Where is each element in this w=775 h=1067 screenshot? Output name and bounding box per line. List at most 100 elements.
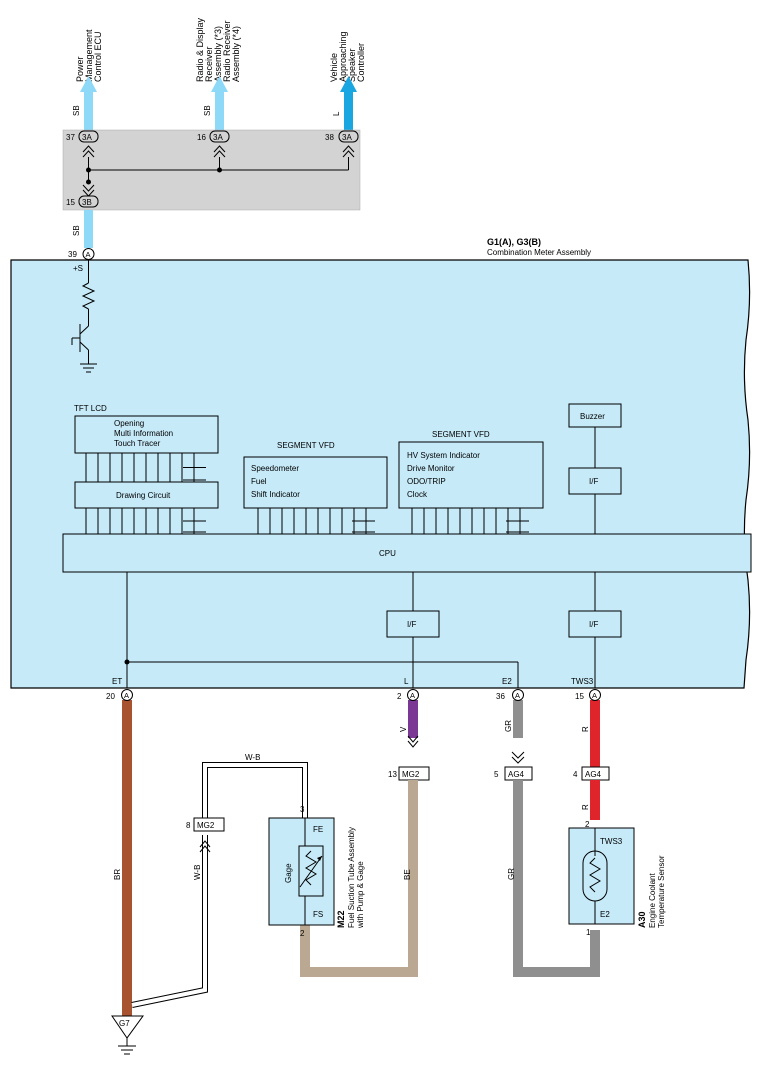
svg-text:M22: M22	[336, 910, 346, 928]
svg-text:AG4: AG4	[585, 770, 602, 779]
wire-radio: SB	[203, 76, 228, 130]
svg-text:Clock: Clock	[407, 490, 428, 499]
svg-text:SB: SB	[72, 225, 81, 236]
wire-power-mgmt: SB	[72, 76, 97, 130]
svg-text:2: 2	[397, 692, 402, 701]
svg-text:TWS3: TWS3	[600, 837, 623, 846]
svg-text:8: 8	[186, 821, 191, 830]
fuel-gage-assembly: 3 FE FS Gage 2 M22 Fuel Suction Tube Ass…	[268, 805, 365, 938]
dest-radio-label: Radio & Display Receiver Assembly (*3) R…	[195, 17, 241, 82]
wire-gr-lower	[513, 780, 600, 977]
svg-text:Engine Coolant: Engine Coolant	[648, 873, 657, 928]
svg-text:ODO/TRIP: ODO/TRIP	[407, 477, 446, 486]
junction-pin-15: 15 3B	[66, 195, 99, 208]
svg-text:Fuel: Fuel	[251, 477, 267, 486]
svg-text:2: 2	[585, 820, 590, 829]
svg-text:Management: Management	[84, 29, 94, 82]
svg-text:3A: 3A	[213, 133, 223, 142]
terminal-tws3-label: TWS3	[571, 677, 594, 686]
cpu-block: CPU	[62, 533, 752, 573]
wire-wb-side-label: W-B	[193, 865, 202, 880]
svg-text:E2: E2	[600, 910, 610, 919]
segment-vfd-1: SEGMENT VFD Speedometer Fuel Shift Indic…	[243, 441, 388, 509]
svg-text:G7: G7	[119, 1019, 130, 1028]
svg-text:Assembly (*4): Assembly (*4)	[231, 26, 241, 82]
junction-pin-38: 38 3A	[325, 130, 359, 143]
wire-red-lower-label: R	[581, 804, 590, 810]
meter-input-terminal: 39 A	[68, 248, 95, 260]
svg-text:I/F: I/F	[589, 620, 598, 629]
svg-text:Shift Indicator: Shift Indicator	[251, 490, 300, 499]
junction-block: 37 3A 16 3A 38 3A 15 3B	[62, 129, 361, 211]
wire-be-label: BE	[403, 869, 412, 880]
svg-text:3B: 3B	[82, 198, 92, 207]
svg-text:Drive Monitor: Drive Monitor	[407, 464, 455, 473]
wire-br-label: BR	[113, 869, 122, 880]
svg-text:Power: Power	[75, 56, 85, 82]
connector-mg2-13: 13 MG2	[388, 766, 430, 781]
terminal-e2-label: E2	[502, 677, 512, 686]
connector-ag4-4: 4 AG4	[573, 766, 610, 781]
svg-text:I/F: I/F	[589, 477, 598, 486]
wire-red-lower	[590, 780, 600, 820]
terminal-2: 2 A	[397, 689, 419, 701]
dest-vehicle-label: Vehicle Approaching Speaker Controller	[329, 31, 366, 82]
svg-text:SEGMENT VFD: SEGMENT VFD	[432, 430, 490, 439]
svg-text:A: A	[124, 691, 129, 700]
svg-text:1: 1	[586, 928, 591, 937]
svg-text:Opening: Opening	[114, 419, 144, 428]
bus-lines	[85, 453, 529, 534]
svg-text:Radio & Display: Radio & Display	[195, 17, 205, 82]
svg-text:16: 16	[197, 133, 206, 142]
wire-violet	[408, 700, 418, 738]
ground-line-et-e2	[124, 572, 519, 688]
svg-text:Touch Tracer: Touch Tracer	[114, 439, 161, 448]
svg-text:Speedometer: Speedometer	[251, 464, 299, 473]
svg-text:AG4: AG4	[508, 770, 525, 779]
terminal-et-label: ET	[112, 677, 122, 686]
segment-vfd-2: SEGMENT VFD HV System Indicator Drive Mo…	[398, 430, 544, 509]
svg-text:+S: +S	[73, 264, 83, 273]
wire-gr-lower-label: GR	[507, 868, 516, 880]
svg-text:Approaching: Approaching	[338, 31, 348, 82]
svg-text:39: 39	[68, 250, 77, 259]
junction-pin-37: 37 3A	[66, 130, 99, 143]
if-box-l: I/F	[386, 572, 440, 688]
svg-text:Controller: Controller	[356, 43, 366, 82]
wire-red-upper	[590, 700, 600, 767]
svg-text:Gage: Gage	[284, 863, 293, 883]
dest-power-mgmt-label: Power Management Control ECU	[75, 29, 103, 82]
wire-vehicle: L	[332, 76, 357, 130]
svg-text:4: 4	[573, 770, 578, 779]
connector-ag4-5: 5 AG4	[494, 766, 533, 781]
svg-text:3: 3	[300, 805, 305, 814]
terminal-36: 36 A	[496, 689, 524, 701]
wire-red-upper-label: R	[581, 726, 590, 732]
wire-gr-upper-label: GR	[504, 720, 513, 732]
svg-text:L: L	[332, 111, 341, 116]
svg-text:Radio Receiver: Radio Receiver	[222, 20, 232, 82]
svg-text:2: 2	[300, 929, 305, 938]
svg-text:with Pump & Gage: with Pump & Gage	[356, 861, 365, 929]
svg-text:3A: 3A	[82, 133, 92, 142]
wire-be	[300, 780, 418, 977]
terminal-20: 20 A	[106, 689, 133, 701]
wire-meter-feed: SB	[72, 210, 93, 248]
svg-text:FS: FS	[313, 910, 323, 919]
svg-text:5: 5	[494, 770, 499, 779]
svg-text:38: 38	[325, 133, 334, 142]
svg-text:Fuel Suction Tube Assembly: Fuel Suction Tube Assembly	[347, 827, 356, 928]
junction-pin-16: 16 3A	[197, 130, 230, 143]
wire-gr-upper	[513, 700, 523, 738]
svg-text:FE: FE	[313, 825, 323, 834]
svg-text:13: 13	[388, 770, 397, 779]
meter-id: G1(A), G3(B)	[487, 237, 541, 247]
svg-text:MG2: MG2	[402, 770, 420, 779]
connector-mg2-8: 8 MG2	[186, 817, 225, 832]
wire-wb	[131, 762, 308, 1008]
svg-text:HV System Indicator: HV System Indicator	[407, 451, 480, 460]
svg-text:A: A	[86, 250, 91, 259]
tft-lcd-block: TFT LCD Opening Multi Information Touch …	[74, 404, 219, 509]
svg-text:Assembly (*3): Assembly (*3)	[213, 26, 223, 82]
